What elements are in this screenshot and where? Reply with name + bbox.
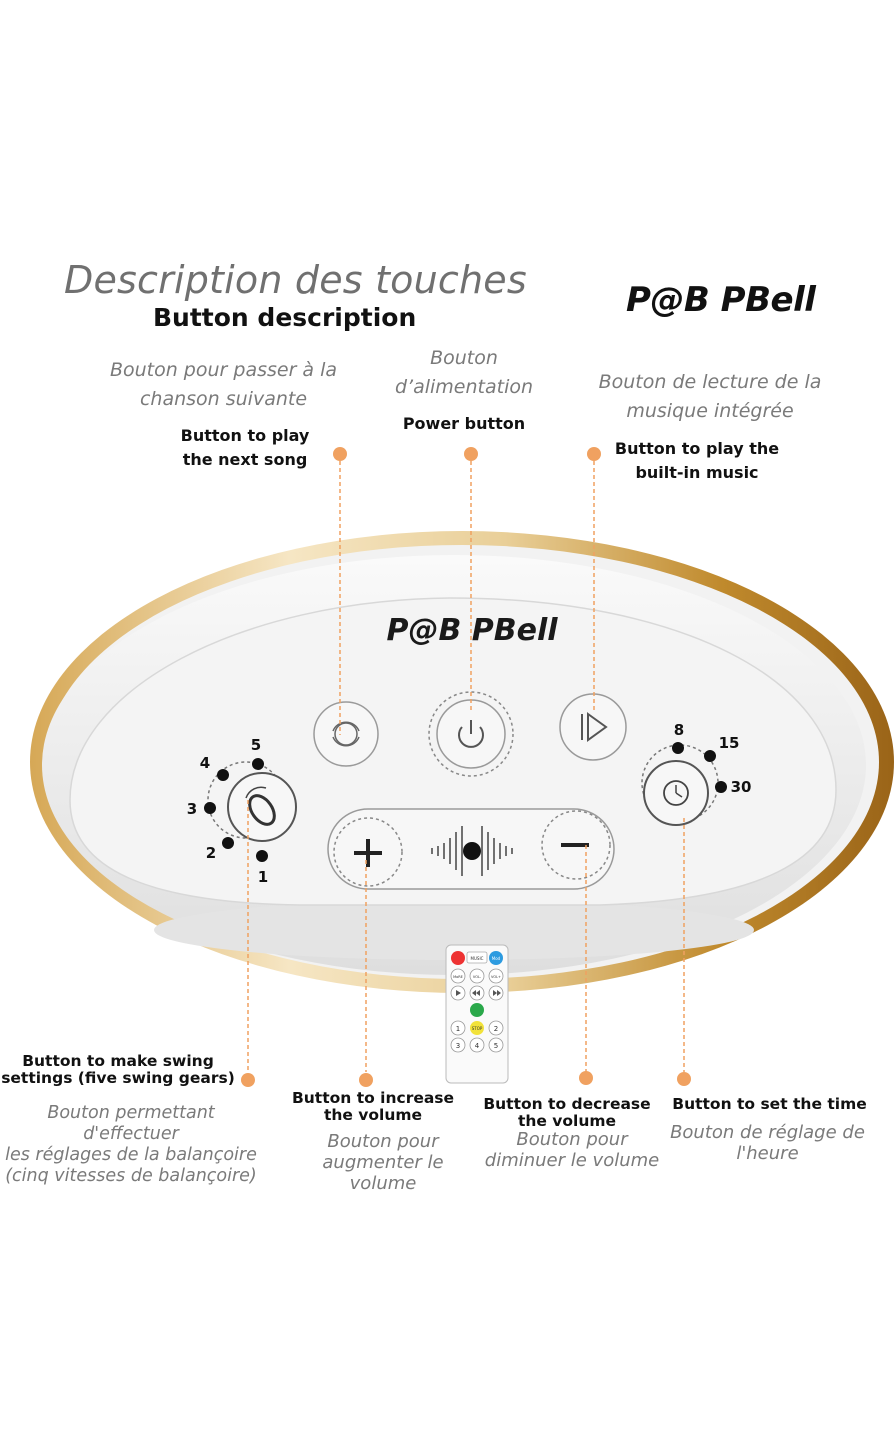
- next-song-label-en: Button to play the next song: [180, 426, 310, 469]
- remote-next-icon: [493, 990, 501, 996]
- swing-gear-5: 5: [251, 736, 261, 754]
- remote-key-2: 2: [494, 1025, 498, 1033]
- music-label-en: Button to play the built-in music: [614, 439, 780, 482]
- remote-play-icon: [456, 990, 461, 996]
- timer-icon: [663, 780, 689, 806]
- swing-gear-2: 2: [206, 844, 216, 862]
- music-label-fr: Bouton de lecture de la musique intégrée: [598, 371, 822, 422]
- remote-key-4: 4: [475, 1042, 480, 1050]
- timer-label-fr: Bouton de réglage de l'heure: [670, 1122, 865, 1164]
- remote-key-3: 3: [456, 1042, 460, 1050]
- remote-stop-label: STOP: [472, 1026, 483, 1031]
- remote-more-label: MoRE: [453, 975, 463, 979]
- brand-logo: P@B PBell: [626, 280, 816, 320]
- play-icon: [587, 712, 608, 742]
- volume-up-label-en: Button to increase the volume: [291, 1089, 455, 1124]
- volume-up-label-fr: Bouton pour augmenter le volume: [322, 1131, 444, 1194]
- timer-value-8: 8: [674, 721, 684, 739]
- remote-music-label: MUSIC: [471, 956, 484, 961]
- power-label-fr: Bouton d’alimentation: [394, 347, 534, 398]
- swing-gear-4: 4: [200, 754, 210, 772]
- volume-down-label-en: Button to decrease the volume: [483, 1095, 651, 1130]
- remote-key-5: 5: [494, 1042, 498, 1050]
- power-label-en: Power button: [402, 414, 526, 433]
- volume-down-label-fr: Bouton pour diminuer le volume: [484, 1129, 660, 1171]
- next-song-button[interactable]: [313, 701, 379, 767]
- timer-value-30: 30: [731, 778, 752, 796]
- remote-vol-down-label: VOL-: [473, 975, 482, 979]
- title-french: Description des touches: [64, 258, 527, 302]
- timer-value-15: 15: [719, 734, 740, 752]
- volume-up-button[interactable]: [333, 817, 403, 887]
- swing-label-en: Button to make swing settings (five swin…: [1, 1052, 235, 1087]
- sound-wave-icon: [431, 826, 513, 876]
- panel-brand-text: P@B PBell: [386, 613, 558, 648]
- swing-gear-button[interactable]: [207, 761, 297, 842]
- title-english: Button description: [153, 303, 417, 332]
- remote-mod-label: Mod: [492, 956, 501, 961]
- power-icon: [458, 726, 484, 748]
- remote-vol-up-label: VOL+: [491, 975, 501, 979]
- next-song-label-fr: Bouton pour passer à la chanson suivante: [109, 359, 338, 410]
- remote-key-1: 1: [456, 1025, 460, 1033]
- remote-prev-icon: [472, 990, 480, 996]
- play-music-button[interactable]: [559, 693, 627, 761]
- remote-power-icon: [451, 951, 465, 965]
- power-button[interactable]: [428, 691, 514, 777]
- remote-control: MUSIC Mod MoRE VOL- VOL+ 1 STOP 2 3 4 5: [445, 944, 509, 1084]
- timer-label-en: Button to set the time: [672, 1095, 867, 1113]
- swing-icon: [248, 794, 276, 826]
- swing-label-fr: Bouton permettant d'effectuer les réglag…: [5, 1103, 257, 1186]
- swing-gear-1: 1: [258, 868, 268, 886]
- swing-gear-3: 3: [187, 800, 197, 818]
- volume-down-button[interactable]: [541, 810, 611, 880]
